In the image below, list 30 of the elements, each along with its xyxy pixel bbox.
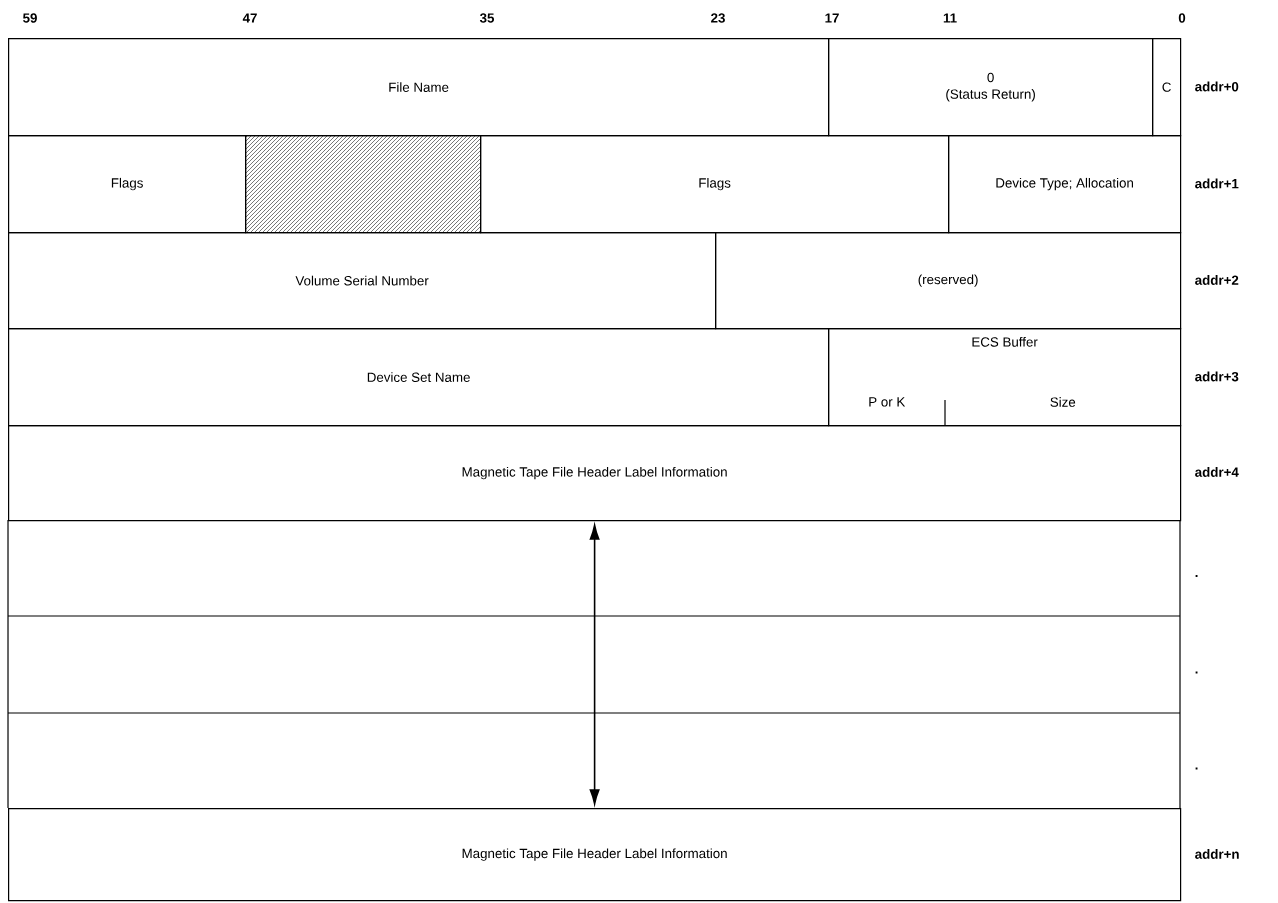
address-label: addr+3: [1195, 371, 1239, 382]
bit-number: 0: [1178, 13, 1186, 23]
field-box: C: [1152, 38, 1182, 137]
bit-number: 23: [711, 13, 725, 23]
bit-number: 35: [479, 13, 495, 23]
address-label: addr+n: [1195, 849, 1239, 859]
address-label: addr+2: [1195, 275, 1239, 285]
address-label: .: [1195, 671, 1198, 674]
hatched-box: [245, 135, 482, 234]
field-box: Magnetic Tape File Header Label Information: [8, 425, 1182, 522]
field-box: 0 (Status Return): [828, 38, 1154, 137]
bit-number: 11: [943, 13, 957, 23]
field-box: Flags: [8, 135, 247, 234]
address-label: .: [1195, 767, 1198, 770]
field-box: Device Set Name: [8, 328, 830, 427]
bit-number: 47: [242, 13, 257, 23]
bit-number: 59: [23, 13, 37, 23]
address-label: .: [1195, 575, 1198, 577]
field-box: Volume Serial Number: [8, 232, 717, 330]
address-label: addr+1: [1195, 178, 1239, 189]
bit-number: 17: [825, 13, 839, 23]
field-box: Flags: [480, 135, 950, 234]
field-box: (reserved): [715, 232, 1182, 330]
field-box: Device Type; Allocation: [948, 135, 1182, 234]
address-label: addr+0: [1195, 81, 1239, 92]
address-label: addr+4: [1195, 467, 1239, 477]
field-text: P or K: [869, 397, 906, 407]
field-box: File Name: [8, 38, 830, 137]
field-text: Size: [1050, 397, 1076, 407]
field-box: Magnetic Tape File Header Label Information: [8, 808, 1182, 902]
